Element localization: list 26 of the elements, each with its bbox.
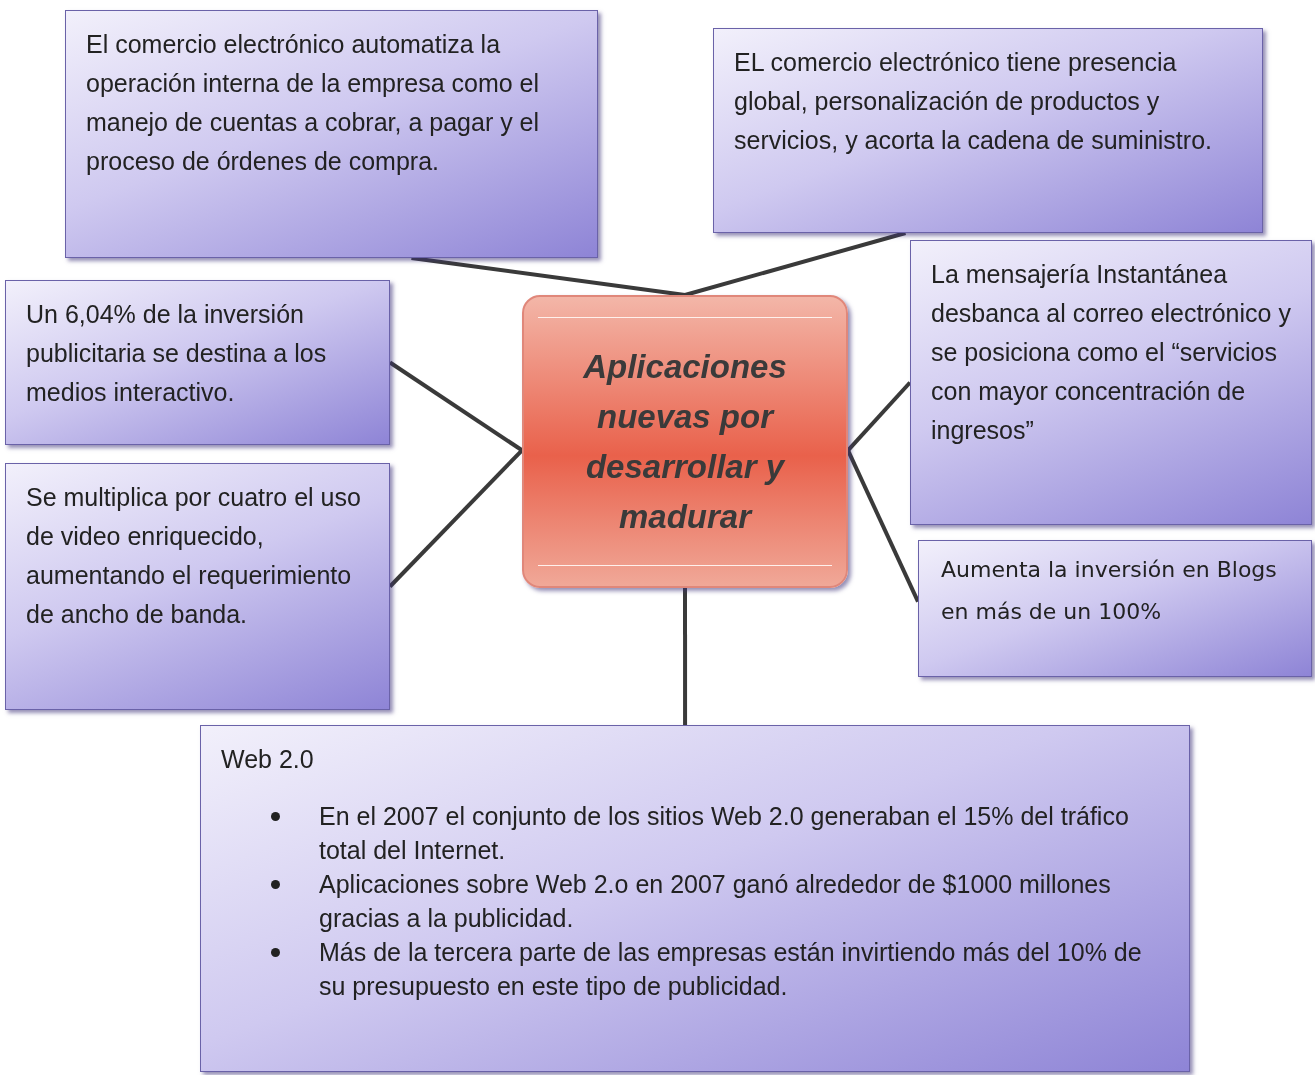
info-box — [200, 725, 1190, 1072]
bullet-text: Más de la tercera parte de las empresas están invirtiendo más del 10% de su presupuesto en este tipo de publicidad. — [319, 937, 1143, 1002]
bullet-text: Aplicaciones sobre Web 2.o en 2007 ganó alrededor de $1000 millones gracias a la publicidad. — [319, 869, 1112, 934]
info-box — [65, 10, 598, 258]
info-box — [5, 463, 390, 710]
bullet-text: En el 2007 el conjunto de los sitios Web 2.0 generaban el 15% del tráfico total del Internet. — [319, 801, 1130, 866]
topic-title: Aplicaciones nuevas por desarrollar y madurar — [582, 346, 788, 537]
box-text: Aumenta la inversión en Blogs en más de un 100% — [941, 556, 1278, 626]
box-text: EL comercio electrónico tiene presencia global, personalización de productos y servicios, y acorta la cadena de suministro. — [734, 47, 1213, 156]
box-text: El comercio electrónico automatiza la operación interna de la empresa como el manejo de cuentas a cobrar, a pagar y el proceso de órdenes de compra. — [86, 29, 541, 177]
info-box — [918, 540, 1312, 677]
box-text: La mensajería Instantánea desbanca al correo electrónico y se posiciona como el “servicios con mayor concentración de ingresos” — [931, 259, 1291, 446]
box-text: Se multiplica por cuatro el uso de video enriquecido, aumentando el requerimiento de ancho de banda. — [26, 482, 362, 630]
central-topic-box — [522, 295, 848, 588]
info-box — [713, 28, 1263, 233]
box-text: Un 6,04% de la inversión publicitaria se destina a los medios interactivo. — [26, 299, 328, 408]
connector-line — [846, 381, 912, 452]
connector-line — [388, 448, 524, 588]
info-box — [910, 240, 1312, 525]
connector-line — [388, 360, 524, 452]
connector-line — [683, 588, 688, 725]
info-box — [5, 280, 390, 445]
connector-line — [846, 449, 920, 603]
connector-line — [411, 256, 686, 297]
box-heading: Web 2.0 — [221, 744, 315, 775]
connector-line — [684, 231, 907, 297]
